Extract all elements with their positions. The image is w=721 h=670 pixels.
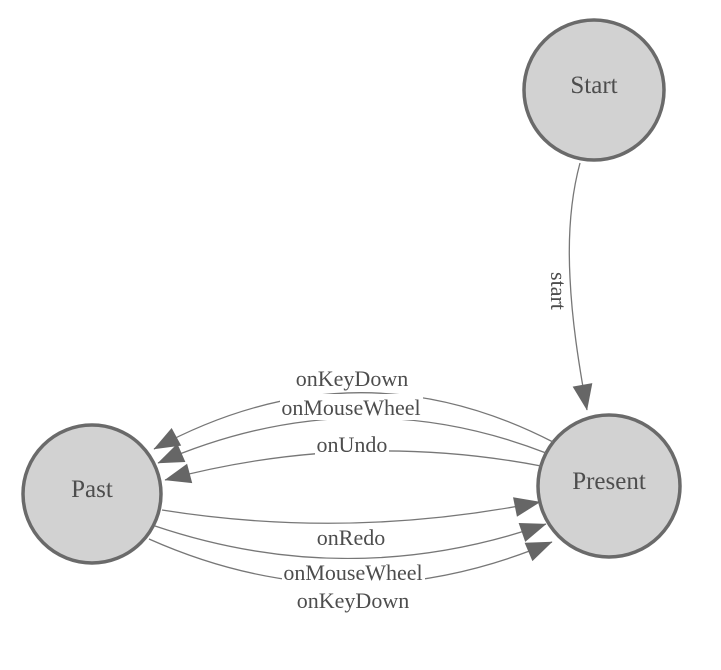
edge-past-to-present-onmousewheel[interactable] (154, 522, 547, 560)
edge-label-onmousewheel-bottom-group: onMouseWheel (282, 559, 425, 585)
edge-label-bg (290, 365, 414, 391)
edge-label-bg (315, 431, 389, 457)
edge-label-onredo: onRedo (317, 525, 385, 550)
edge-start-to-present[interactable] (568, 162, 593, 411)
edge-label-bg (291, 587, 415, 613)
edge-label-onmousewheel-top-group: onMouseWheel (280, 394, 423, 420)
edge-label-onkeydown-bottom-group: onKeyDown (291, 587, 415, 613)
edge-label-onmousewheel-top: onMouseWheel (281, 395, 420, 420)
state-node-start[interactable] (522, 18, 666, 162)
edge-present-to-past-onkeydown[interactable] (153, 392, 554, 450)
edge-label-start: start (546, 272, 571, 310)
state-node-past[interactable] (21, 423, 163, 565)
edge-label-bg (282, 559, 425, 585)
edge-label-onkeydown-top: onKeyDown (296, 366, 408, 391)
edge-label-bg (549, 266, 568, 316)
edge-label-onmousewheel-bottom: onMouseWheel (283, 560, 422, 585)
state-label-present: Present (572, 468, 646, 495)
state-label-start: Start (570, 72, 617, 99)
edge-label-onundo: onUndo (317, 432, 388, 457)
edge-label-onundo-group: onUndo (315, 431, 389, 457)
edge-label-bg (316, 524, 386, 550)
state-label-past: Past (71, 476, 113, 503)
edge-label-bg (280, 394, 423, 420)
edge-label-onredo-group: onRedo (316, 524, 386, 550)
edge-label-onkeydown-bottom: onKeyDown (297, 588, 409, 613)
edge-label-onkeydown-top-group: onKeyDown (290, 365, 414, 391)
edge-past-to-present-onredo[interactable] (161, 497, 541, 524)
edge-label-start-group: start (546, 266, 571, 316)
state-node-present[interactable] (536, 413, 682, 559)
